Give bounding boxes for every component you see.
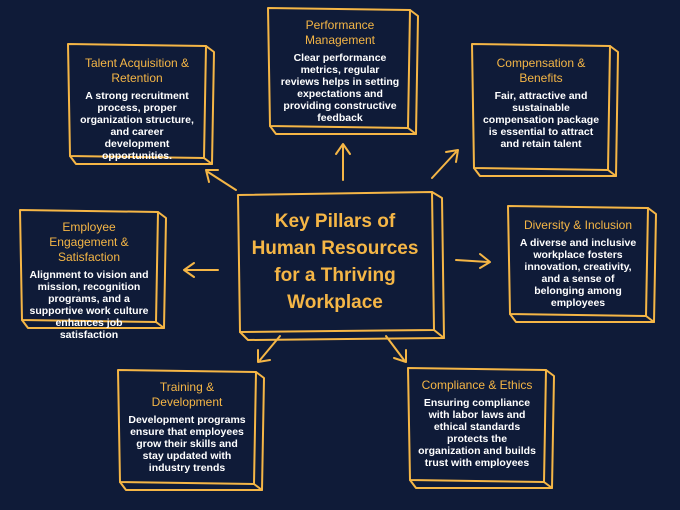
arrow-to-engagement: [183, 262, 219, 278]
pillar-engagement: Employee Engagement & Satisfaction Align…: [22, 214, 156, 345]
arrow-to-talent: [205, 169, 237, 191]
talent-box: [67, 43, 215, 165]
compliance-box: [407, 367, 555, 489]
diversity-box: [507, 205, 657, 323]
arrow-to-compliance: [385, 335, 407, 363]
pillar-title: Compliance & Ethics: [421, 378, 533, 392]
pillar-description: Development programs ensure that employe…: [128, 414, 246, 474]
pillar-title: Diversity & Inclusion: [523, 218, 633, 232]
center-title-line: Key Pillars of: [274, 211, 396, 232]
pillar-title: Performance Management: [304, 18, 376, 47]
training-box: [117, 369, 265, 491]
compensation-box: [471, 43, 619, 177]
arrow-to-performance: [335, 143, 351, 181]
center-title: Key Pillars of Human Resources for a Thr…: [240, 198, 430, 326]
pillar-title: Employee Engagement & Satisfaction: [49, 220, 129, 264]
pillar-diversity: Diversity & Inclusion A diverse and incl…: [512, 212, 644, 313]
center-box: [237, 191, 445, 341]
pillar-title: Talent Acquisition & Retention: [84, 56, 190, 85]
performance-box: [267, 7, 419, 135]
center-title-line: Workplace: [287, 292, 383, 313]
pillar-compliance: Compliance & Ethics Ensuring compliance …: [412, 372, 542, 473]
pillar-description: A diverse and inclusive workplace foster…: [519, 237, 637, 309]
pillar-description: Ensuring compliance with labor laws and …: [418, 397, 536, 469]
center-title-line: for a Thriving: [274, 265, 396, 286]
pillar-performance: Performance Management Clear performance…: [274, 12, 406, 128]
center-title-line: Human Resources: [251, 238, 419, 259]
engagement-box: [19, 209, 167, 329]
pillar-compensation: Compensation & Benefits Fair, attractive…: [476, 50, 606, 154]
pillar-description: Clear performance metrics, regular revie…: [280, 52, 400, 124]
arrow-to-training: [257, 335, 281, 363]
pillar-title: Compensation & Benefits: [496, 56, 586, 85]
pillar-description: Fair, attractive and sustainable compens…: [482, 90, 600, 150]
pillar-talent: Talent Acquisition & Retention A strong …: [72, 50, 202, 166]
arrow-to-compensation: [431, 149, 459, 179]
pillar-title: Training & Development: [151, 380, 223, 409]
pillar-training: Training & Development Development progr…: [122, 374, 252, 478]
arrow-to-diversity: [455, 253, 491, 269]
pillar-description: Alignment to vision and mission, recogni…: [29, 269, 149, 341]
pillar-description: A strong recruitment process, proper org…: [80, 90, 194, 162]
